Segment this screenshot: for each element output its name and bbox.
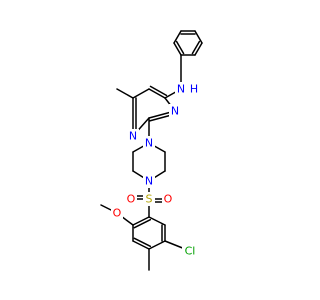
- bond-layer: [100, 30, 203, 271]
- bond-b4-b5: [132, 240, 150, 250]
- bond-b6-b1: [132, 216, 150, 226]
- atom-cl: Cl: [182, 244, 198, 258]
- atom-n-pyrimidine-right: N: [169, 104, 181, 118]
- bond-b3-b4: [148, 240, 166, 250]
- bond-c4-c5-double: [149, 85, 168, 97]
- atom-nh: N: [175, 82, 187, 96]
- atom-n-pyrimidine-bottom: N: [127, 129, 139, 143]
- bond-b1-b2: [148, 216, 166, 226]
- atom-label-nh: N: [177, 83, 185, 96]
- atom-n-piperazine-bottom: N: [143, 174, 155, 188]
- atom-label-n-piperazine-top: N: [145, 137, 153, 150]
- atom-label-o-sulfonyl-left: O: [127, 193, 136, 206]
- atom-label-n-pyrimidine-right: N: [171, 105, 179, 118]
- atom-o-sulfonyl-right: O: [162, 192, 174, 206]
- atom-o-sulfonyl-left: O: [125, 192, 137, 206]
- bond-ph5-ph6-double: [175, 40, 185, 55]
- atom-label-h: H: [190, 83, 198, 96]
- bond-b6-b1-double: [133, 218, 152, 229]
- atom-o-methoxy: O: [111, 206, 123, 220]
- bond-ph3-ph4-double: [191, 40, 201, 55]
- atom-label-o-methoxy: O: [113, 207, 122, 220]
- bond-ph6-ph1: [173, 30, 182, 44]
- bond-c5-c6: [132, 88, 150, 99]
- bond-c4-c5: [148, 88, 166, 99]
- atom-h: H: [189, 82, 199, 96]
- atom-label-n-pyrimidine-bottom: N: [129, 130, 137, 143]
- molecule-structure: N H N N N N S O: [100, 30, 203, 271]
- bond-ph5-ph6: [173, 42, 182, 56]
- bond-ph2-ph3: [194, 30, 203, 44]
- bond-ph3-ph4: [194, 42, 203, 56]
- bond-c6-methyl: [116, 88, 134, 99]
- atom-n-piperazine-top: N: [143, 136, 155, 150]
- atom-label-n-piperazine-bottom: N: [145, 175, 153, 188]
- bond-b4-b5-double: [133, 237, 152, 248]
- atom-label-s: S: [146, 193, 153, 206]
- atom-layer: N H N N N N S O: [111, 82, 199, 258]
- atom-label-o-sulfonyl-right: O: [164, 193, 173, 206]
- atom-label-cl: Cl: [185, 245, 196, 258]
- atom-s: S: [143, 192, 155, 206]
